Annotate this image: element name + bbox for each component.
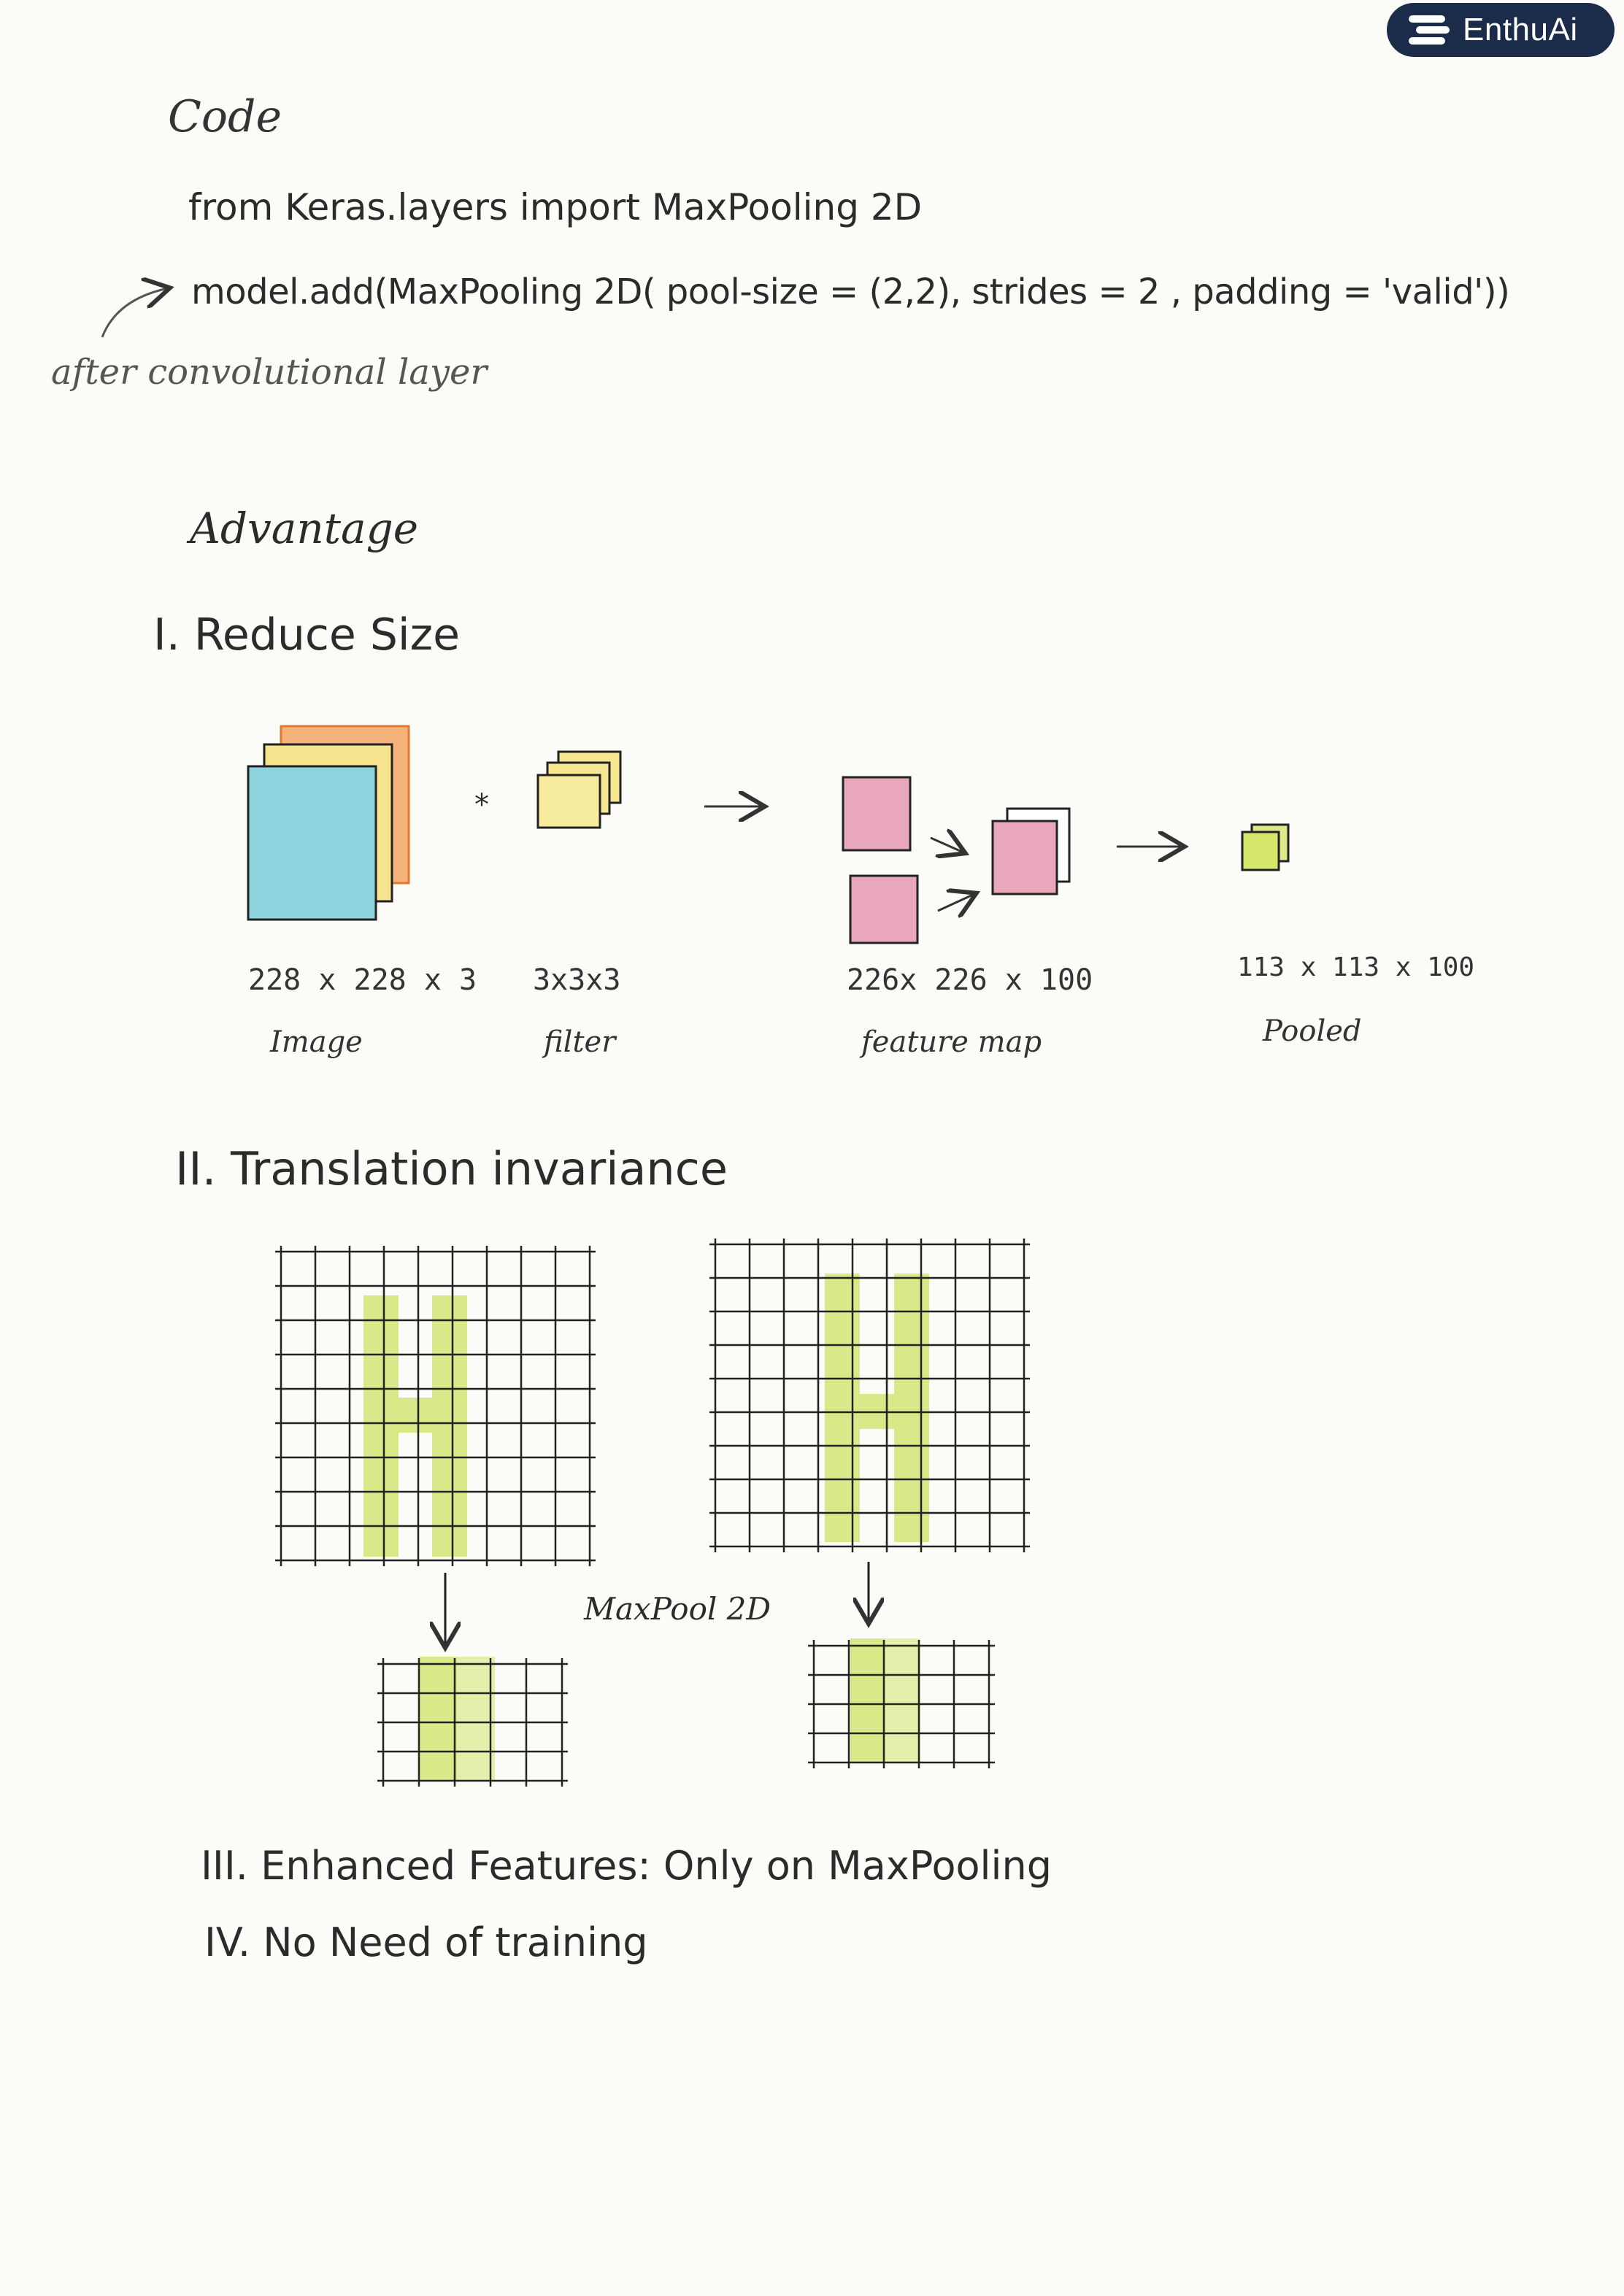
pooled-label: Pooled: [1263, 1014, 1362, 1048]
point-reduce-size: I. Reduce Size: [153, 609, 460, 660]
stacked-lines-logo-icon: [1409, 15, 1450, 45]
left-input-grid: [275, 1246, 596, 1566]
convolution-operator: *: [474, 788, 489, 822]
image-dims: 228 x 228 x 3: [248, 963, 477, 997]
image-stack: [247, 725, 410, 921]
annotation-arrow: [101, 288, 168, 338]
pooled-stack: [1241, 823, 1290, 871]
feature-map-label: feature map: [861, 1025, 1042, 1059]
import-line: from Keras.layers import MaxPooling 2D: [188, 186, 923, 228]
feature-maps: [842, 776, 1071, 944]
filter-dims: 3x3x3: [533, 963, 621, 997]
point-translation-invariance: II. Translation invariance: [175, 1142, 728, 1195]
feature-map-dims: 226x 226 x 100: [847, 963, 1093, 997]
right-pooled-grid: [808, 1638, 995, 1768]
maxpool2d-label: MaxPool 2D: [584, 1591, 771, 1627]
point-no-training: IV. No Need of training: [204, 1919, 648, 1965]
brand-name: EnthuAi: [1463, 12, 1578, 47]
advantage-heading: Advantage: [190, 504, 419, 553]
image-label: Image: [270, 1025, 363, 1059]
pooled-dims: 113 x 113 x 100: [1237, 952, 1475, 982]
after-conv-note: after convolutional layer: [51, 352, 488, 393]
filter-label: filter: [544, 1025, 616, 1059]
left-pooled-grid: [377, 1657, 568, 1787]
code-heading: Code: [168, 91, 282, 142]
point-enhanced-features: III. Enhanced Features: Only on MaxPooli…: [201, 1843, 1052, 1889]
model-add-line: model.add(MaxPooling 2D( pool-size = (2,…: [191, 271, 1510, 312]
right-input-grid: [709, 1238, 1030, 1552]
enthuai-brand-badge: EnthuAi: [1387, 3, 1615, 57]
filter-stack: [536, 750, 622, 829]
